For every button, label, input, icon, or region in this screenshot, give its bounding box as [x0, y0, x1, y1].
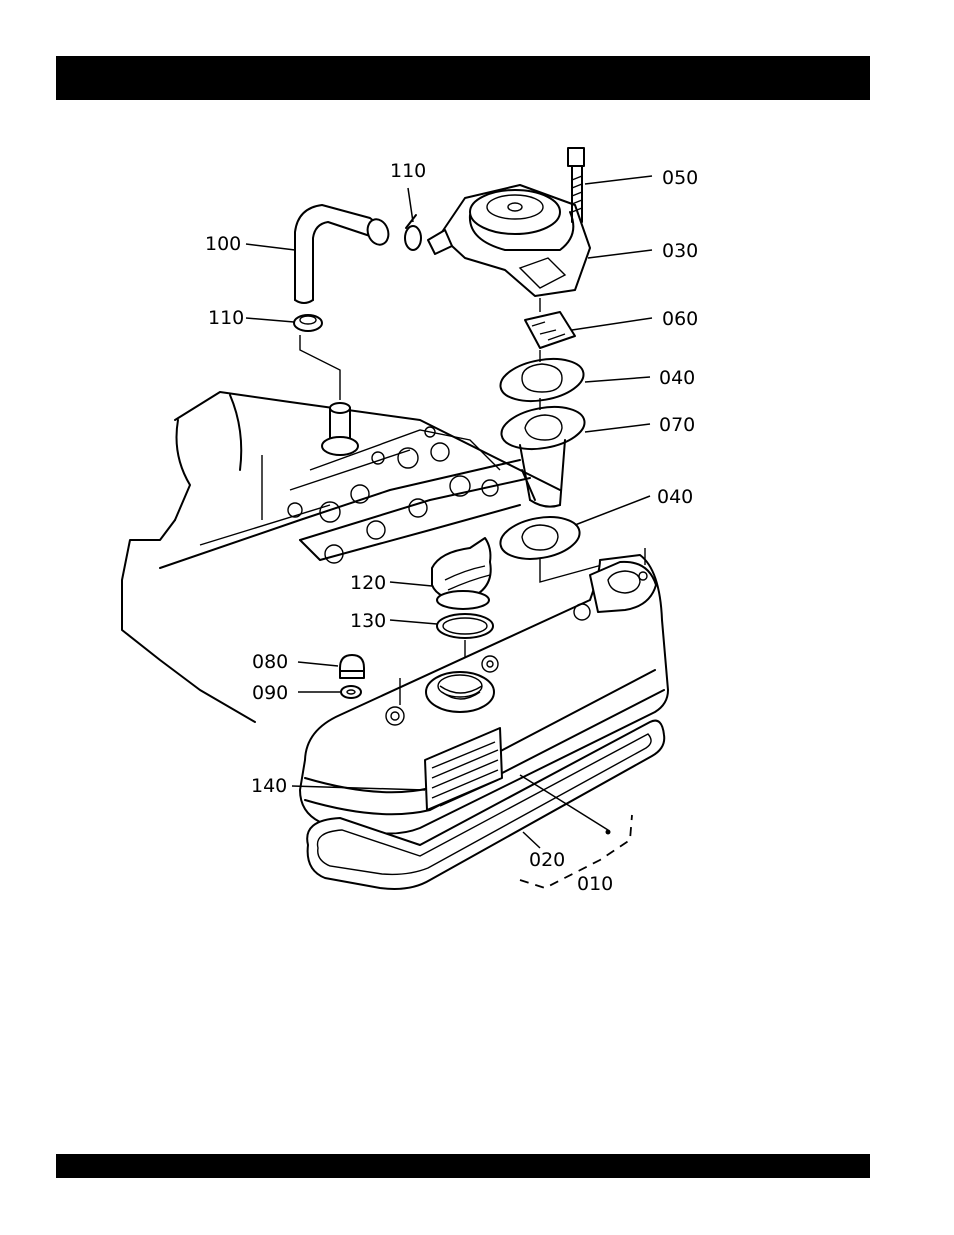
- callout-040-top: 040: [659, 367, 695, 389]
- callout-040-mid: 040: [657, 486, 693, 508]
- callout-070: 070: [659, 414, 695, 436]
- filter-element: [525, 312, 575, 348]
- callout-110-left: 110: [208, 307, 244, 329]
- callout-120: 120: [350, 572, 386, 594]
- callout-060: 060: [662, 308, 698, 330]
- breather-hose: [295, 205, 392, 303]
- callout-140: 140: [251, 775, 287, 797]
- o-ring: [437, 614, 493, 638]
- assembly-line-hose: [300, 335, 340, 400]
- pump-spacer: [498, 401, 588, 507]
- callout-020: 020: [529, 849, 565, 871]
- gasket-upper: [497, 353, 587, 407]
- callout-080: 080: [252, 651, 288, 673]
- assembly-dot: [606, 830, 611, 835]
- fuel-pump: [428, 185, 590, 296]
- hose-clamp-lower: [294, 315, 322, 331]
- callout-050: 050: [662, 167, 698, 189]
- oil-filler-cap: [432, 538, 491, 609]
- callout-090: 090: [252, 682, 288, 704]
- cap-nut: [340, 655, 364, 678]
- washer: [341, 686, 361, 698]
- callout-110-top: 110: [390, 160, 426, 182]
- callout-030: 030: [662, 240, 698, 262]
- gasket-lower: [497, 511, 583, 564]
- callout-010: 010: [577, 873, 613, 895]
- callout-100: 100: [205, 233, 241, 255]
- callout-130: 130: [350, 610, 386, 632]
